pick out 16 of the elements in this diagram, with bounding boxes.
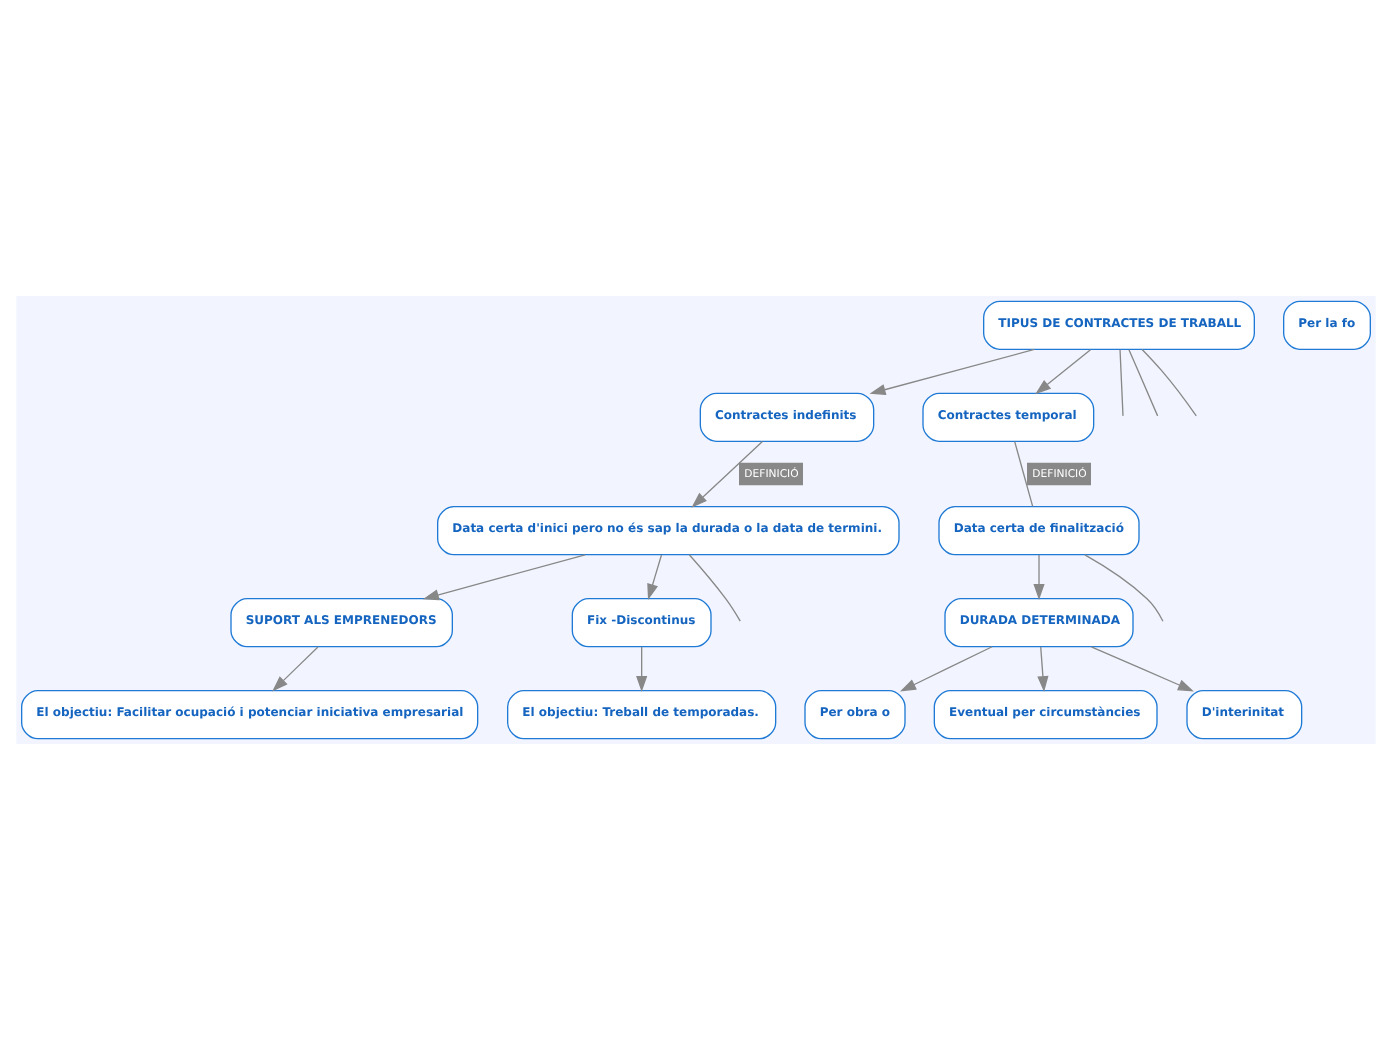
arrow	[869, 348, 1036, 396]
connector	[1014, 440, 1034, 508]
arrow	[647, 554, 663, 600]
arrow	[636, 646, 648, 693]
connector	[1128, 349, 1159, 417]
arrow	[272, 646, 319, 692]
connector	[1141, 348, 1197, 417]
arrow	[422, 554, 586, 601]
connector	[688, 554, 741, 622]
arrow	[1035, 349, 1092, 395]
arrow	[1090, 646, 1194, 692]
arrow	[1037, 646, 1049, 693]
arrow	[1033, 554, 1045, 601]
connector	[1084, 554, 1164, 622]
arrow	[900, 646, 993, 692]
connector	[1119, 349, 1124, 417]
